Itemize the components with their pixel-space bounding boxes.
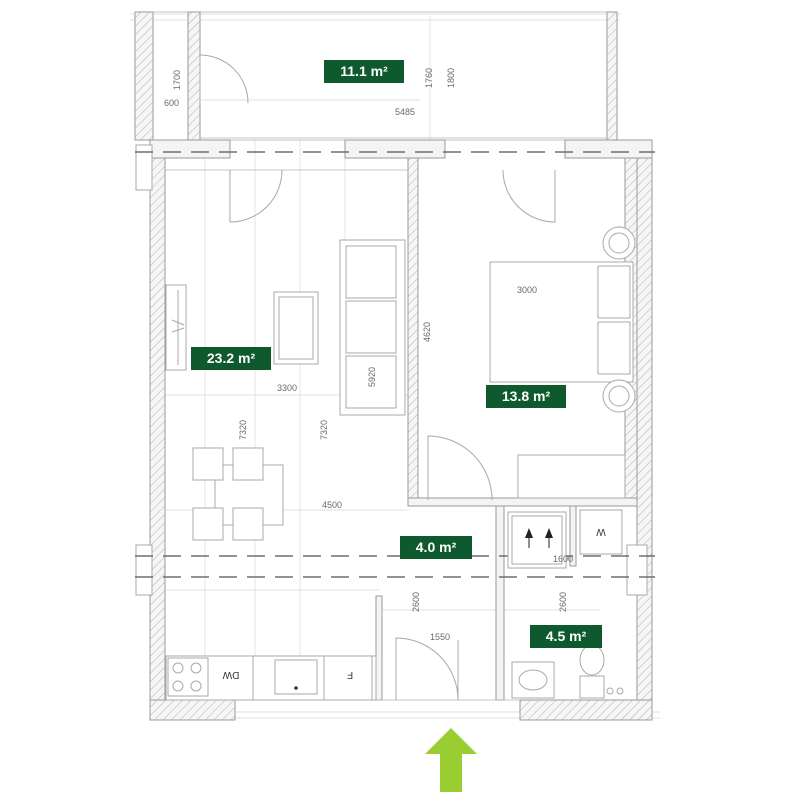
furniture	[165, 226, 636, 701]
fridge-label: F	[347, 669, 353, 680]
dim-4500: 4500	[322, 500, 342, 510]
doors	[229, 169, 556, 701]
area-badge-hall	[400, 536, 472, 559]
dim-7320-b: 7320	[319, 420, 329, 440]
area-badge-bathroom	[530, 625, 602, 648]
dim-2600-b: 2600	[558, 592, 568, 612]
dim-4620: 4620	[422, 322, 432, 342]
area-label-hall: 4.0 m²	[416, 539, 457, 555]
dim-1550: 1550	[430, 632, 450, 642]
dim-1760: 1760	[424, 68, 434, 88]
tv-cabinet	[165, 284, 187, 371]
area-badges: 11.1 m² 23.2 m² 13.8 m² 4.0 m² 4.5 m²	[191, 60, 602, 648]
balcony	[134, 11, 618, 141]
dim-3000: 3000	[517, 285, 537, 295]
dim-1600: 1600	[553, 554, 573, 564]
dim-1700: 1700	[172, 70, 182, 90]
dishwasher-label: DW	[222, 669, 239, 680]
area-label-living: 23.2 m²	[207, 350, 256, 366]
washing-machine	[579, 509, 623, 555]
wardrobe	[517, 454, 626, 499]
dim-5485: 5485	[395, 107, 415, 117]
dim-2600-a: 2600	[411, 592, 421, 612]
section-lines	[135, 151, 655, 578]
dim-5920: 5920	[367, 367, 377, 387]
area-label-balcony: 11.1 m²	[340, 63, 388, 79]
entrance-arrow-icon	[425, 728, 477, 792]
area-badge-bedroom	[486, 385, 566, 408]
cooktop	[167, 657, 209, 697]
walls	[135, 139, 653, 721]
dimensions: 1700 600 1760 1800 5485 4620 3000 5920 3…	[164, 68, 573, 642]
washer-label: W	[596, 526, 606, 537]
area-badge-living	[191, 347, 271, 370]
area-label-bedroom: 13.8 m²	[502, 388, 551, 404]
toilet	[579, 644, 605, 676]
area-badge-balcony	[324, 60, 404, 83]
appliance-labels: DW F W	[222, 526, 606, 680]
area-label-bathroom: 4.5 m²	[546, 628, 587, 644]
dim-3300: 3300	[277, 383, 297, 393]
dim-7320-a: 7320	[238, 420, 248, 440]
dim-1800: 1800	[446, 68, 456, 88]
dim-600: 600	[164, 98, 179, 108]
